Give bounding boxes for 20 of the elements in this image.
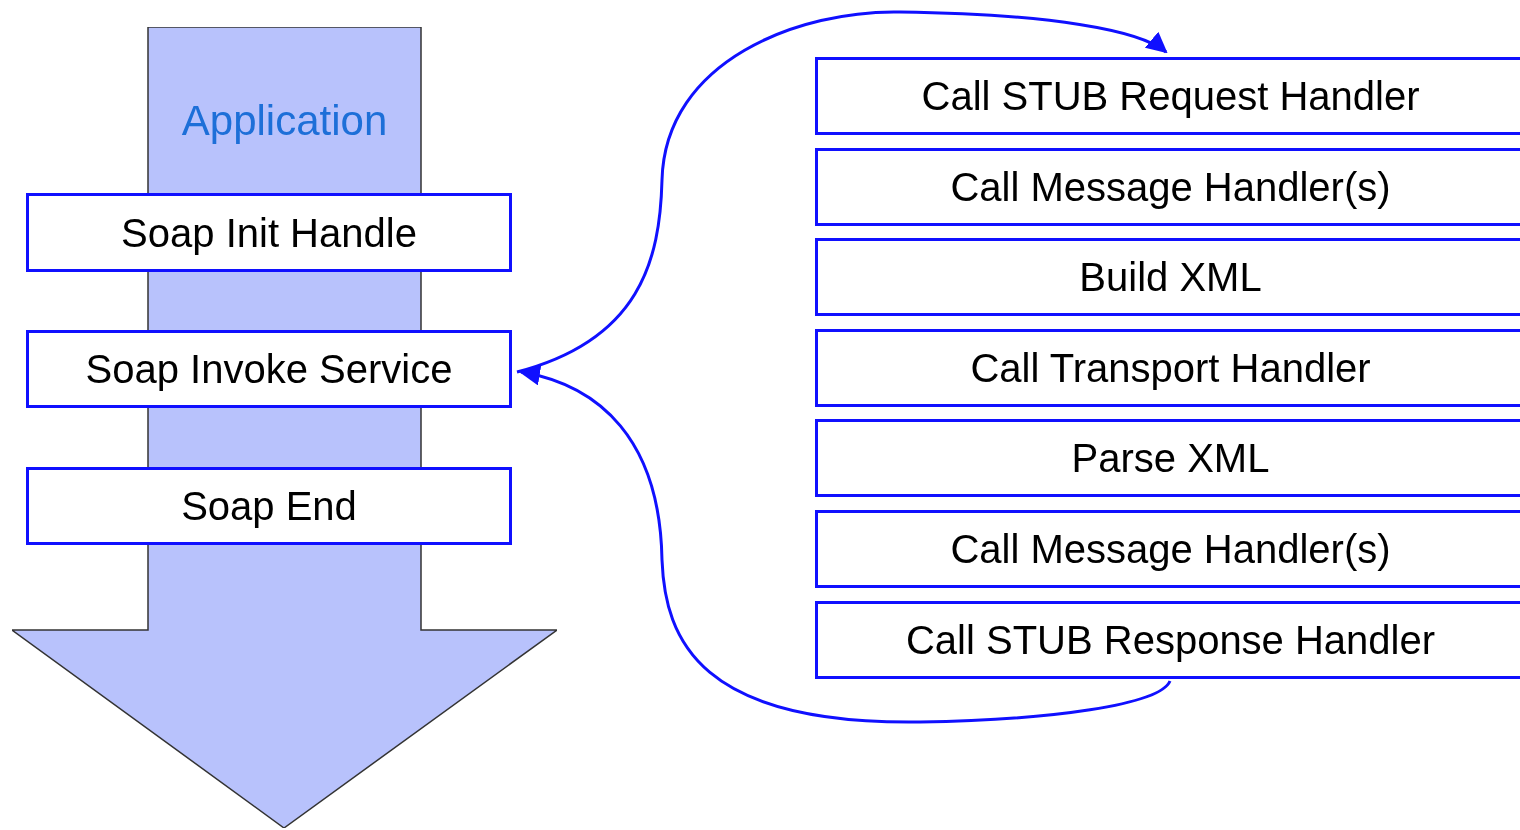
box-label: Soap End [181, 484, 357, 528]
process-box [815, 148, 1520, 226]
box-label: Call Message Handler(s) [950, 527, 1391, 571]
box-label: Call STUB Response Handler [905, 618, 1436, 662]
box-label: Call Message Handler(s) [950, 165, 1391, 209]
process-box [815, 329, 1520, 407]
box-label: Call Transport Handler [970, 346, 1371, 390]
curved-arrow [518, 365, 1172, 724]
process-box [815, 57, 1520, 135]
process-box [815, 238, 1520, 316]
process-box [815, 601, 1520, 679]
box-label: Soap Init Handle [121, 210, 417, 255]
box-label: Build XML [1079, 255, 1262, 299]
box-label: Call STUB Request Handler [921, 74, 1420, 118]
process-box [815, 510, 1520, 588]
box-label: Parse XML [1071, 436, 1270, 480]
process-box [815, 419, 1520, 497]
curved-arrow [516, 10, 1168, 374]
box-label: Soap Invoke Service [85, 347, 453, 391]
arrow-label: Application [181, 97, 388, 144]
